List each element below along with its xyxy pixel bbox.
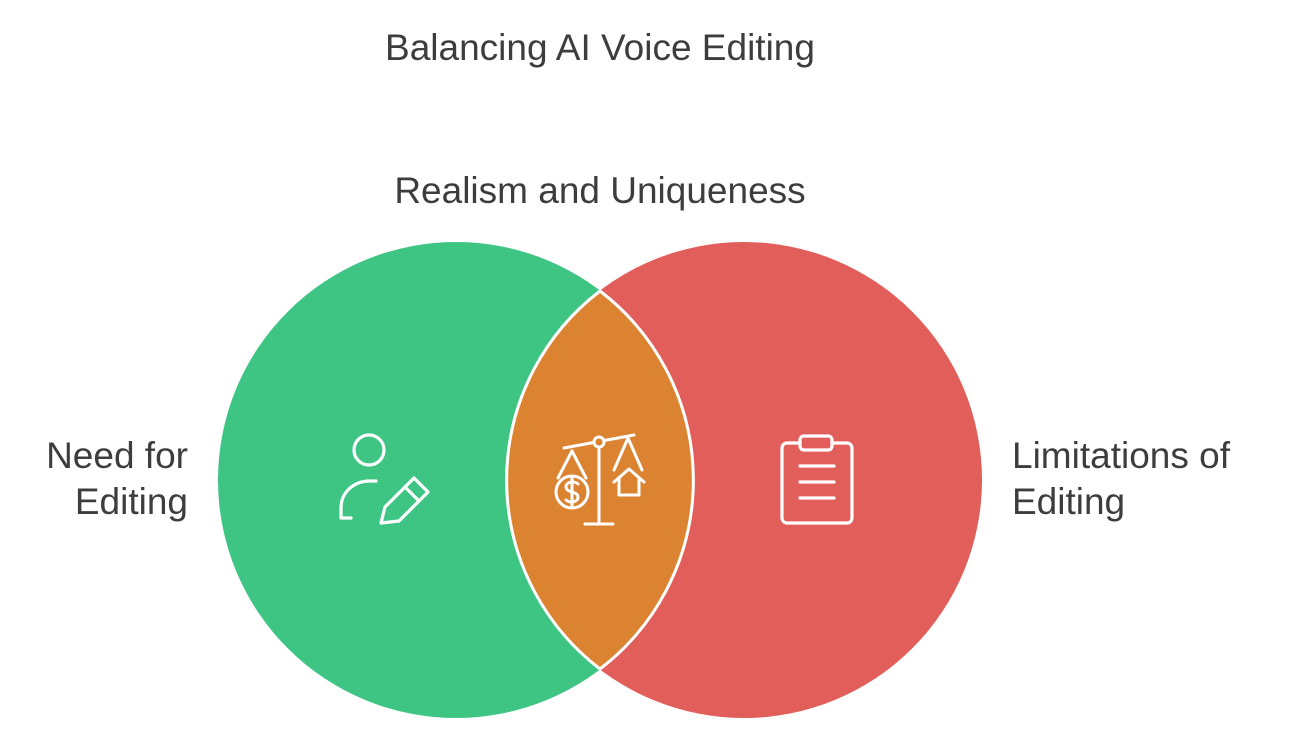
intersection-outline-left — [505, 289, 601, 671]
intersection-label: Realism and Uniqueness — [394, 170, 806, 211]
intersection-region — [506, 242, 694, 718]
clipboard-icon — [780, 434, 854, 525]
right-set-label-line-1: Limitations of — [1012, 435, 1230, 476]
right-set-label: Limitations of Editing — [1012, 433, 1230, 525]
balance-scale-icon — [554, 433, 646, 526]
person-edit-icon — [339, 433, 430, 525]
left-set-label: Need for Editing — [46, 433, 188, 525]
intersection-outline-right — [599, 289, 695, 671]
diagram-title: Balancing AI Voice Editing — [385, 27, 815, 68]
left-set-label-line-2: Editing — [74, 481, 188, 522]
left-set-label-line-1: Need for — [46, 435, 188, 476]
right-set-label-line-2: Editing — [1012, 481, 1126, 522]
